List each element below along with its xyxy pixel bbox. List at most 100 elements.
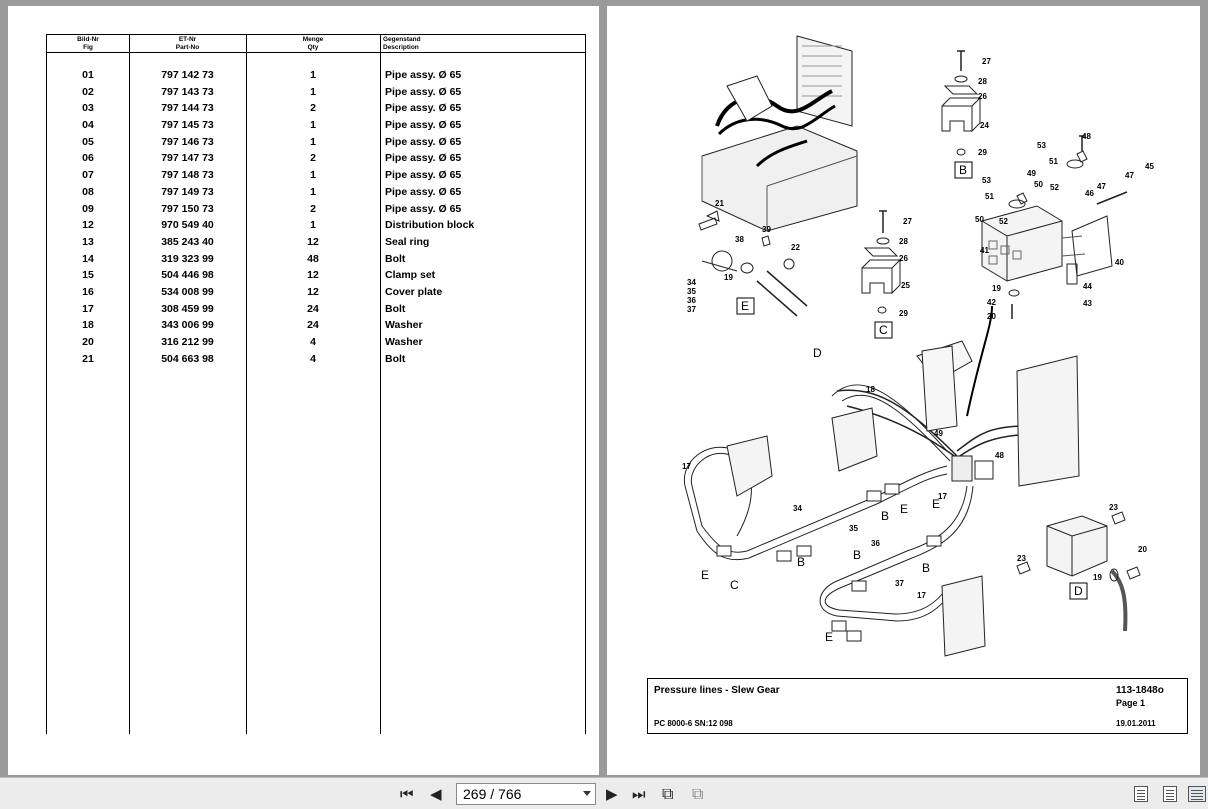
part-no-cell: 797 143 73	[161, 85, 214, 98]
detail-letter-c: C	[730, 578, 739, 592]
description-cell: Distribution block	[385, 219, 475, 232]
fig-cell: 14	[82, 252, 94, 265]
callout-41: 41	[980, 246, 989, 255]
part-no-cell: 797 147 73	[161, 152, 214, 165]
description-cell: Washer	[385, 319, 423, 332]
callout-20: 20	[1138, 545, 1147, 554]
description-cell: Clamp set	[385, 269, 436, 282]
callout-26: 26	[978, 92, 987, 101]
callout-25: 25	[901, 281, 910, 290]
fig-cell: 06	[82, 152, 94, 165]
chevron-down-icon	[583, 791, 591, 796]
fig-cell: 07	[82, 169, 94, 182]
next-page-icon[interactable]: ▶	[606, 786, 618, 803]
detail-c	[861, 210, 902, 314]
detail-letter-c: C	[879, 323, 888, 337]
callout-23: 23	[1109, 503, 1118, 512]
single-page-view-icon[interactable]	[1134, 786, 1148, 802]
callout-23: 23	[1017, 554, 1026, 563]
detail-letter-e: E	[900, 502, 908, 516]
exploded-view-diagram: 1717171819191920202122232324252626272728…	[682, 35, 1154, 657]
detail-letter-b: B	[881, 509, 889, 523]
fig-cell: 08	[82, 185, 94, 198]
callout-19: 19	[724, 273, 733, 282]
qty-cell: 1	[310, 85, 316, 98]
callout-20: 20	[987, 312, 996, 321]
callout-37: 37	[687, 305, 696, 314]
fig-cell: 04	[82, 119, 94, 132]
qty-cell: 2	[310, 102, 316, 115]
callout-19: 19	[992, 284, 1001, 293]
last-page-icon[interactable]: ⏭	[632, 786, 646, 803]
fig-cell: 09	[82, 202, 94, 215]
copy-page-icon[interactable]: ⧉	[662, 786, 674, 803]
callout-52: 52	[999, 217, 1008, 226]
description-cell: Seal ring	[385, 235, 430, 248]
qty-cell: 24	[307, 319, 319, 332]
callout-49: 49	[1027, 169, 1036, 178]
callout-18: 18	[866, 385, 875, 394]
callout-40: 40	[1115, 258, 1124, 267]
description-cell: Pipe assy. Ø 65	[385, 135, 462, 148]
continuous-view-icon[interactable]	[1163, 786, 1177, 802]
callout-24: 24	[980, 121, 989, 130]
callout-45: 45	[1145, 162, 1154, 171]
detail-letter-e: E	[825, 630, 833, 644]
fig-cell: 12	[82, 219, 94, 232]
drawing-title: Pressure lines - Slew Gear	[654, 685, 780, 696]
fig-cell: 17	[82, 302, 94, 315]
pipe-assembly	[683, 305, 1080, 657]
distribution-block-assembly	[981, 135, 1128, 319]
callout-47: 47	[1125, 171, 1134, 180]
drawing-date: 19.01.2011	[1116, 719, 1156, 728]
qty-cell: 24	[307, 302, 319, 315]
detail-letter-d: D	[813, 346, 822, 360]
column-divider	[246, 35, 247, 734]
callout-27: 27	[903, 217, 912, 226]
description-cell: Pipe assy. Ø 65	[385, 102, 462, 115]
part-no-cell: 797 149 73	[161, 185, 214, 198]
description-cell: Pipe assy. Ø 65	[385, 185, 462, 198]
prev-page-icon[interactable]: ◀	[430, 786, 442, 803]
qty-cell: 1	[310, 219, 316, 232]
callout-52: 52	[1050, 183, 1059, 192]
qty-cell: 1	[310, 119, 316, 132]
fig-cell: 21	[82, 352, 94, 365]
page-selector[interactable]: 269 / 766	[456, 783, 596, 805]
description-cell: Cover plate	[385, 285, 443, 298]
viewer-toolbar: ⏮ ◀ 269 / 766 ▶ ⏭ ⧉ ⧉	[0, 777, 1208, 809]
paste-page-icon[interactable]: ⧉	[692, 786, 704, 803]
description-cell: Bolt	[385, 352, 406, 365]
description-cell: Pipe assy. Ø 65	[385, 169, 462, 182]
callout-26: 26	[899, 254, 908, 263]
callout-39: 39	[762, 225, 771, 234]
callout-27: 27	[982, 57, 991, 66]
description-cell: Pipe assy. Ø 65	[385, 69, 462, 81]
detail-label-box	[1069, 582, 1088, 600]
part-no-cell: 385 243 40	[161, 235, 214, 248]
first-page-icon[interactable]: ⏮	[400, 786, 414, 803]
callout-36: 36	[687, 296, 696, 305]
fig-cell: 16	[82, 285, 94, 298]
callout-17: 17	[938, 492, 947, 501]
callout-53: 53	[1037, 141, 1046, 150]
callout-34: 34	[793, 504, 802, 513]
qty-cell: 1	[310, 169, 316, 182]
two-page-view-icon[interactable]	[1188, 786, 1206, 802]
description-cell: Pipe assy. Ø 65	[385, 85, 462, 98]
qty-cell: 48	[307, 252, 319, 265]
detail-e	[698, 210, 808, 317]
detail-d	[1016, 511, 1141, 632]
callout-29: 29	[899, 309, 908, 318]
qty-cell: 1	[310, 69, 316, 81]
part-no-cell: 319 323 99	[161, 252, 214, 265]
fig-cell: 13	[82, 235, 94, 248]
